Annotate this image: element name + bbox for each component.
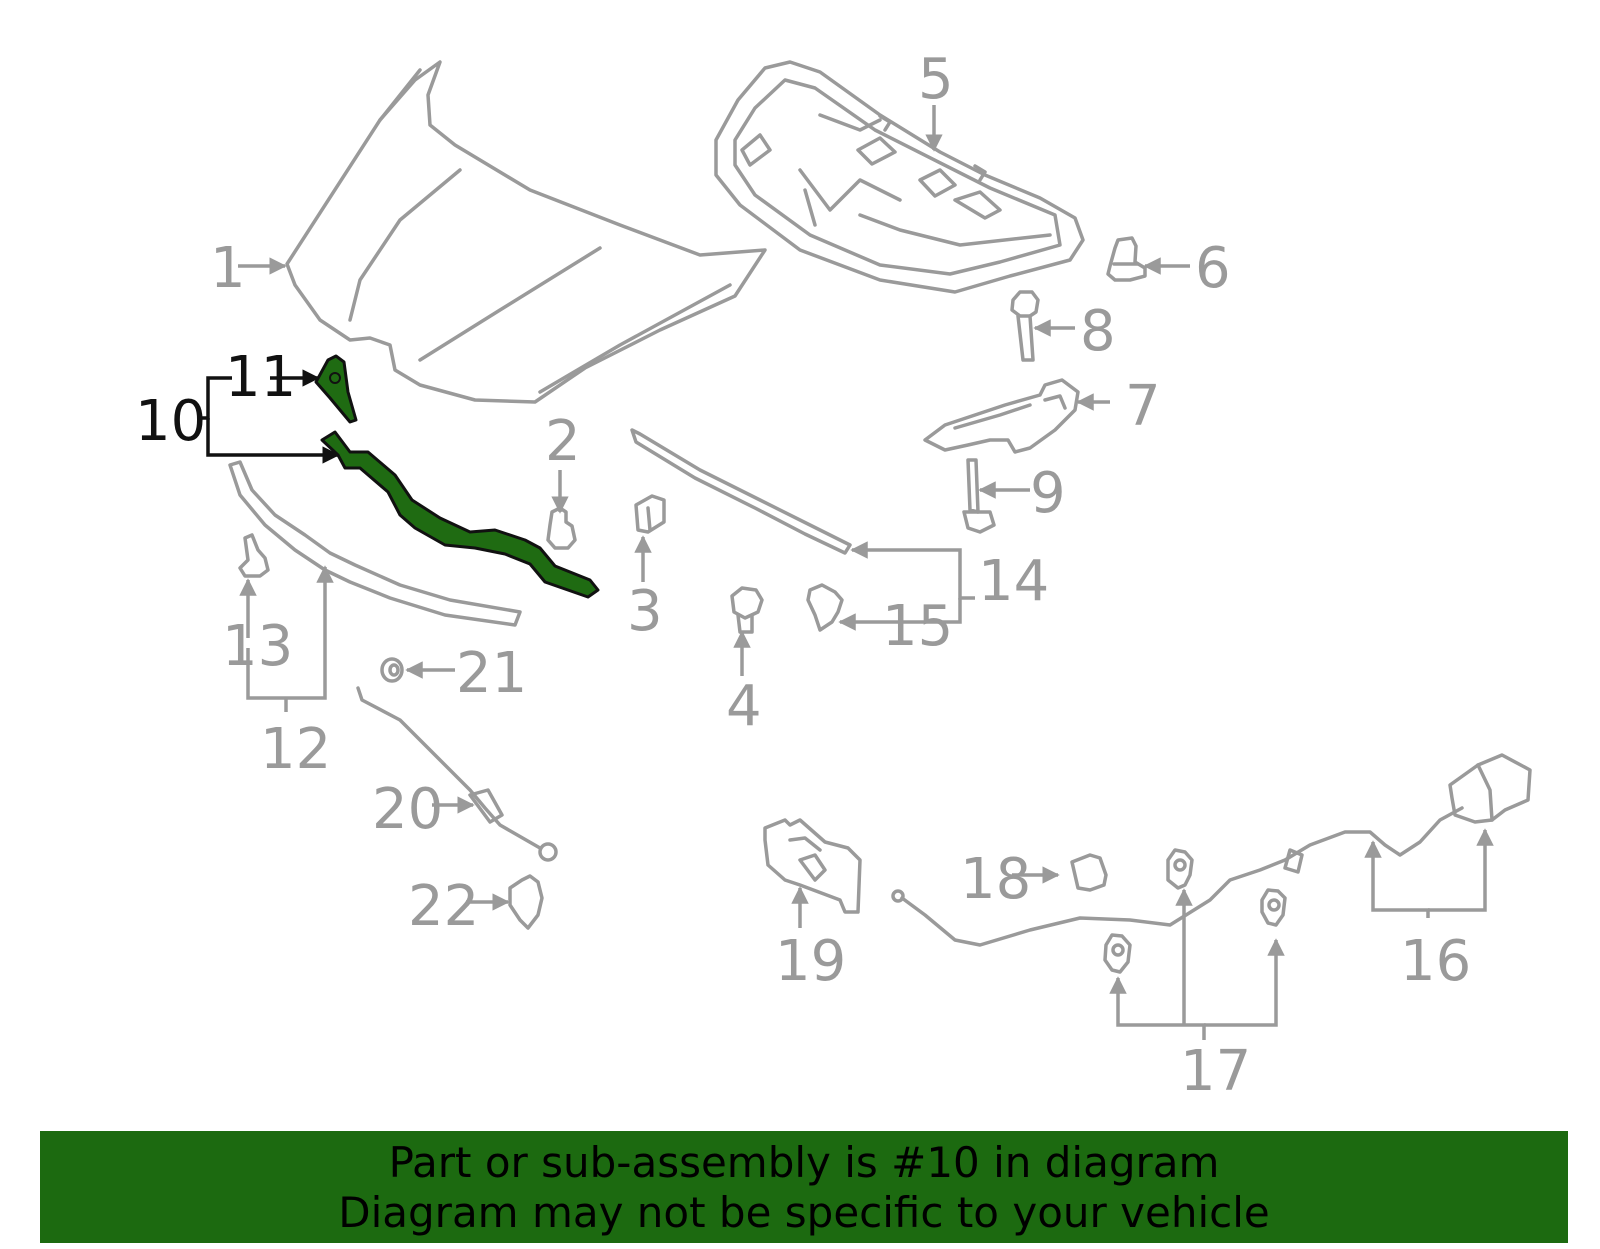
part-6-clip — [1106, 236, 1147, 282]
part-15-bumper — [806, 583, 844, 632]
callout-10: 10 — [135, 389, 206, 454]
part-4-bolt — [730, 586, 764, 634]
part-2-bolt — [546, 506, 577, 550]
part-16-cable — [891, 753, 1532, 947]
callout-5: 5 — [918, 47, 954, 112]
part-3-clip — [634, 494, 666, 534]
callout-19: 19 — [775, 929, 846, 994]
banner-line-1: Part or sub-assembly is #10 in diagram — [388, 1138, 1220, 1187]
callout-6: 6 — [1195, 236, 1231, 301]
part-22-clip — [508, 874, 544, 930]
part-13-clip — [238, 533, 270, 578]
callout-17: 17 — [1180, 1039, 1251, 1104]
callout-2: 2 — [545, 409, 581, 474]
part-14-seal — [630, 428, 852, 555]
callout-20: 20 — [372, 777, 443, 842]
callout-7: 7 — [1125, 374, 1161, 439]
callout-11: 11 — [225, 345, 296, 410]
part-11-highlighted — [314, 354, 358, 424]
callout-labels: 1 2 3 4 5 6 7 8 9 10 11 12 13 14 15 16 1… — [135, 47, 1471, 1104]
part-5-hood-insulator — [714, 60, 1085, 294]
callout-12: 12 — [260, 717, 331, 782]
part-9-stud — [962, 458, 996, 534]
part-8-bolt — [1010, 290, 1040, 362]
part-12-seal — [228, 460, 522, 627]
callout-3: 3 — [627, 579, 663, 644]
part-10-highlighted — [320, 430, 600, 599]
callout-8: 8 — [1080, 299, 1116, 364]
callout-21: 21 — [456, 641, 527, 706]
banner-line-2: Diagram may not be specific to your vehi… — [338, 1188, 1270, 1237]
part-19-latch — [763, 818, 862, 914]
callout-13: 13 — [222, 614, 293, 679]
info-banner: Part or sub-assembly is #10 in diagram D… — [40, 1131, 1568, 1243]
callout-18: 18 — [960, 847, 1031, 912]
part-7-hinge — [923, 378, 1080, 454]
callout-4: 4 — [726, 674, 762, 739]
callout-16: 16 — [1400, 929, 1471, 994]
callout-22: 22 — [408, 874, 479, 939]
part-21-grommet — [380, 657, 404, 683]
part-18-clip — [1070, 853, 1108, 892]
callout-15: 15 — [882, 594, 953, 659]
part-17-clips — [1103, 848, 1287, 974]
callout-1: 1 — [210, 236, 246, 301]
part-1-hood — [285, 60, 767, 404]
highlight-leader-lines — [200, 369, 340, 464]
callout-9: 9 — [1030, 461, 1066, 526]
part-20-prop-rod — [356, 686, 558, 862]
leader-lines — [238, 105, 1494, 1040]
callout-14: 14 — [978, 549, 1049, 614]
